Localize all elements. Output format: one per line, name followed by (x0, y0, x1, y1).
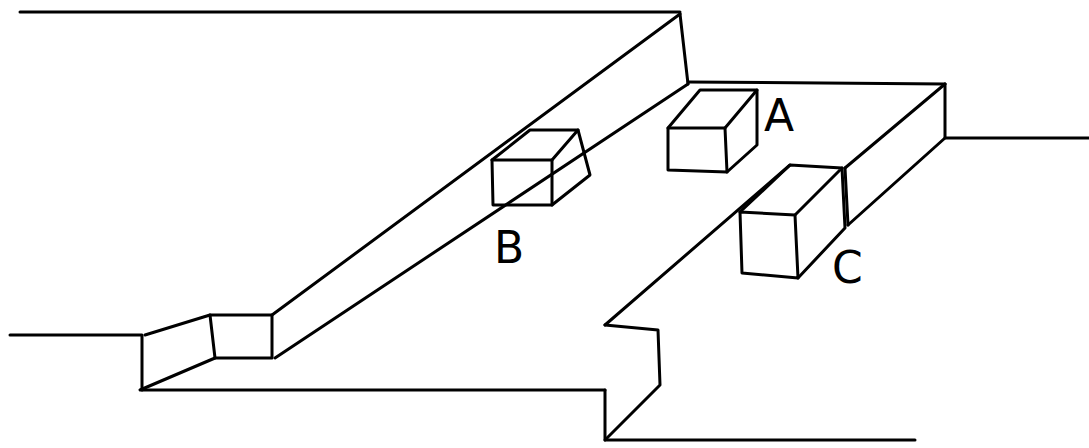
crate (727, 90, 757, 172)
floor-edge (605, 390, 915, 440)
crate-label: A (764, 94, 794, 138)
platform-edge (688, 82, 945, 84)
floor-notch (605, 325, 660, 440)
crate (552, 130, 590, 205)
platform-edge (848, 138, 945, 225)
floor-edge (10, 335, 142, 390)
crate (668, 90, 757, 128)
wall-base (275, 84, 688, 358)
crate (740, 165, 842, 215)
platform-edge (845, 84, 945, 168)
ramp-ridge (145, 315, 210, 335)
floor-edge (605, 165, 790, 325)
platform-edge (20, 11, 680, 14)
wall-block (210, 315, 272, 358)
crate-label: B (494, 226, 524, 270)
crate-label: C (832, 246, 863, 290)
wall-base (140, 358, 215, 390)
crate (492, 160, 552, 205)
wall-corner (680, 14, 688, 84)
floor-edge (142, 389, 605, 392)
crate (668, 128, 727, 172)
platform-edge (945, 84, 1089, 138)
crate (492, 130, 578, 160)
crate (740, 212, 798, 278)
ramp-ridge (272, 14, 680, 315)
